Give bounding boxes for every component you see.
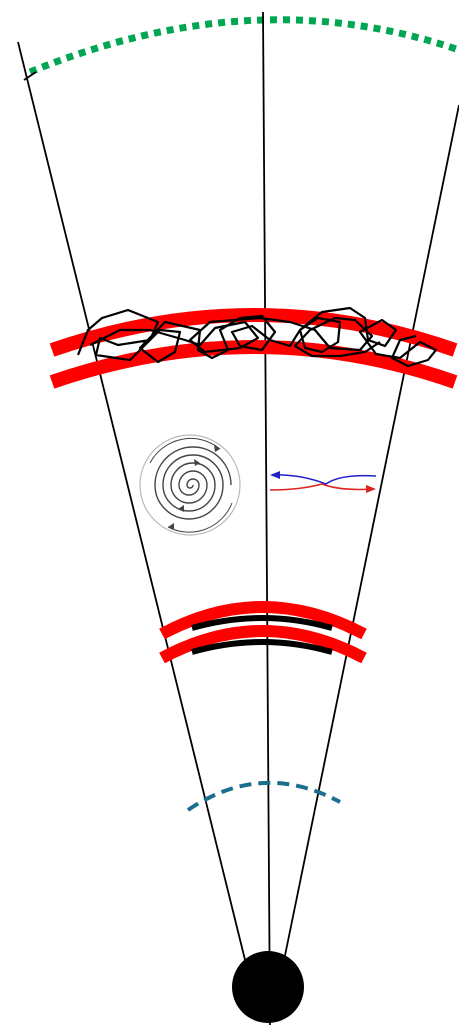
- spiral-vortex-icon: [140, 435, 240, 535]
- outer-boundary-arc: [30, 20, 459, 72]
- black-circle-icon: [232, 951, 304, 1023]
- ray-center: [263, 12, 270, 1025]
- ray-right: [280, 105, 459, 980]
- opposing-arrows-icon: [270, 471, 376, 493]
